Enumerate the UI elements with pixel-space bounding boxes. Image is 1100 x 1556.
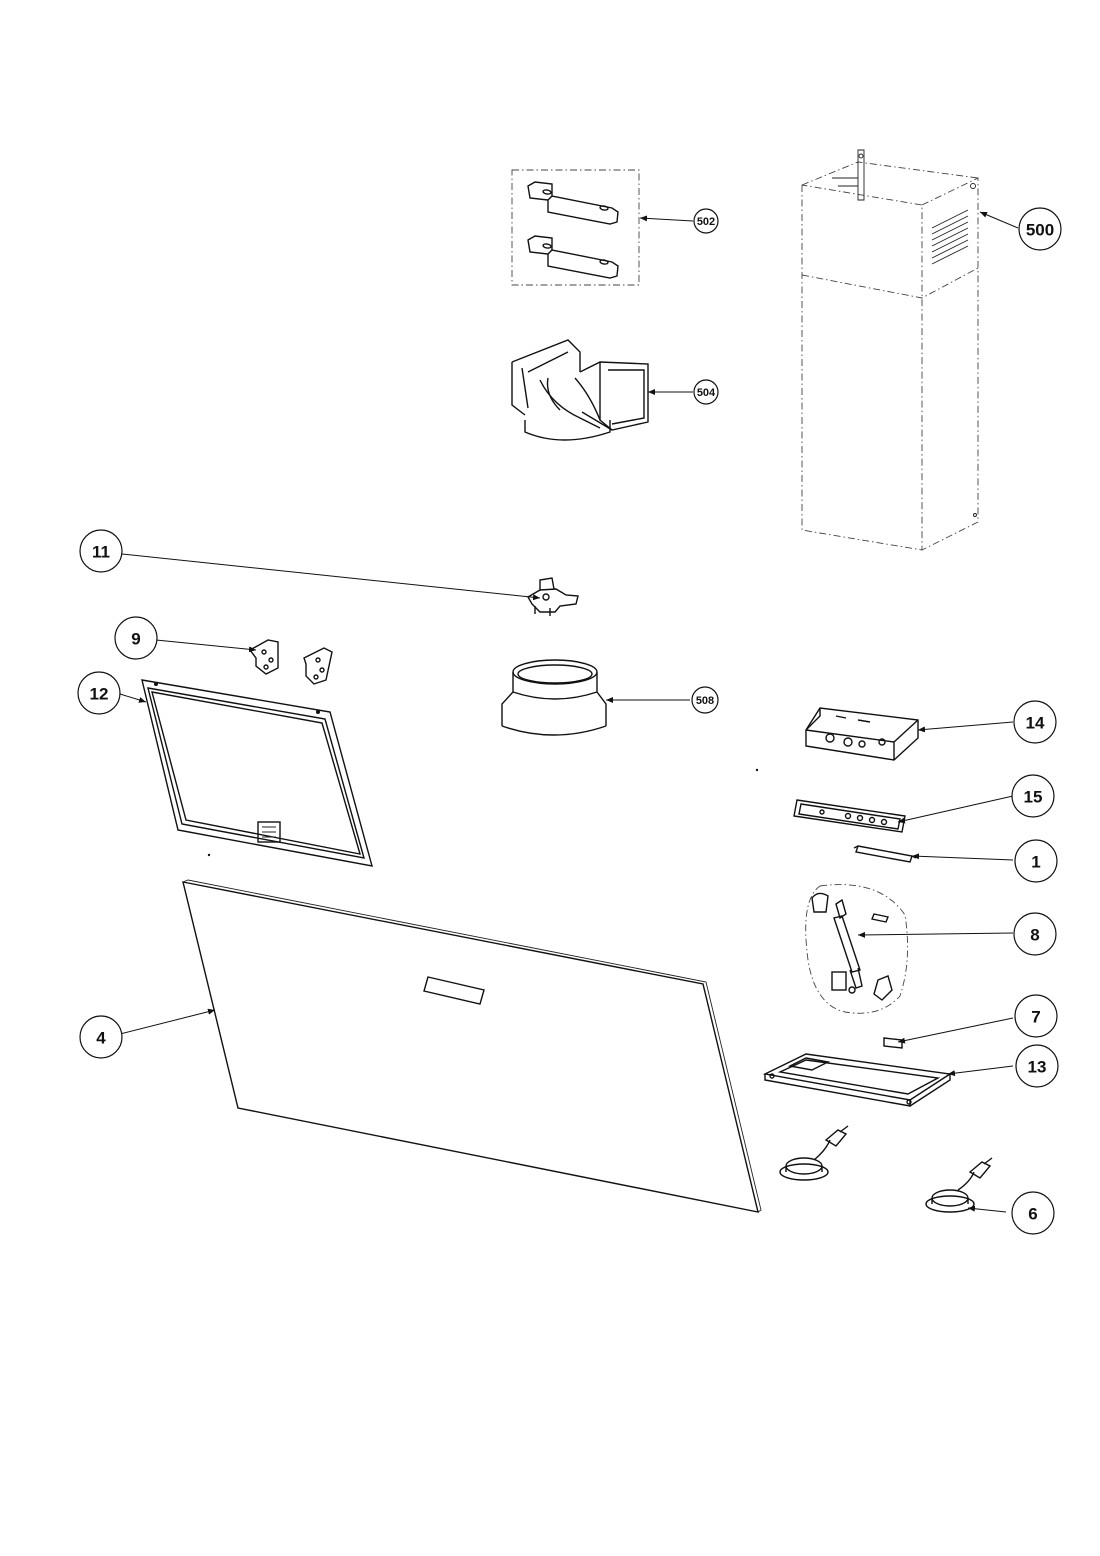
- callout-11[interactable]: 11: [79, 529, 123, 573]
- callout-11-label: 11: [92, 543, 110, 562]
- part-15-switch-panel: [793, 799, 906, 833]
- callout-13[interactable]: 13: [1015, 1044, 1059, 1088]
- part-500-chimney: [801, 149, 979, 551]
- part-8-gas-spring-kit: [805, 884, 909, 1014]
- callout-7-label: 7: [1031, 1008, 1040, 1027]
- part-502-brackets: [511, 169, 640, 286]
- leader-lines: [119, 211, 1019, 1213]
- part-9-hinge-brackets: [248, 639, 333, 685]
- callout-6-label: 6: [1028, 1205, 1037, 1224]
- callout-6[interactable]: 6: [1011, 1191, 1055, 1235]
- part-1-bar: [853, 845, 917, 863]
- part-4-glass-panel: [182, 879, 762, 1213]
- callout-504[interactable]: 504: [693, 379, 719, 405]
- callout-502-label: 502: [697, 216, 715, 228]
- part-13-light-panel: [762, 1053, 952, 1107]
- callout-9[interactable]: 9: [114, 616, 158, 660]
- part-504-duct-adapter: [511, 339, 649, 441]
- callout-504-label: 504: [697, 387, 716, 399]
- callout-15-label: 15: [1024, 788, 1043, 807]
- part-14-control-box: [805, 707, 919, 761]
- callout-4[interactable]: 4: [79, 1015, 123, 1059]
- callout-15[interactable]: 15: [1011, 774, 1055, 818]
- callout-508-label: 508: [696, 695, 714, 707]
- callout-1-label: 1: [1031, 853, 1040, 872]
- callout-508[interactable]: 508: [691, 686, 719, 714]
- callout-14-label: 14: [1026, 714, 1045, 733]
- part-508-collar: [501, 659, 607, 736]
- callout-12[interactable]: 12: [77, 671, 121, 715]
- callout-8-label: 8: [1030, 926, 1039, 945]
- part-6-lamps: [779, 1125, 993, 1213]
- part-11-clip: [527, 577, 579, 616]
- callout-1[interactable]: 1: [1014, 839, 1058, 883]
- callout-13-label: 13: [1028, 1058, 1047, 1077]
- part-7-clip: [883, 1037, 903, 1049]
- callout-9-label: 9: [131, 630, 140, 649]
- callout-8[interactable]: 8: [1013, 912, 1057, 956]
- callout-4-label: 4: [96, 1029, 106, 1048]
- callout-500[interactable]: 500: [1018, 207, 1062, 251]
- callout-12-label: 12: [90, 685, 109, 704]
- callout-502[interactable]: 502: [693, 208, 719, 234]
- part-12-filter-frame: [141, 679, 373, 867]
- callout-500-label: 500: [1026, 221, 1054, 240]
- callout-7[interactable]: 7: [1014, 994, 1058, 1038]
- callout-14[interactable]: 14: [1013, 700, 1057, 744]
